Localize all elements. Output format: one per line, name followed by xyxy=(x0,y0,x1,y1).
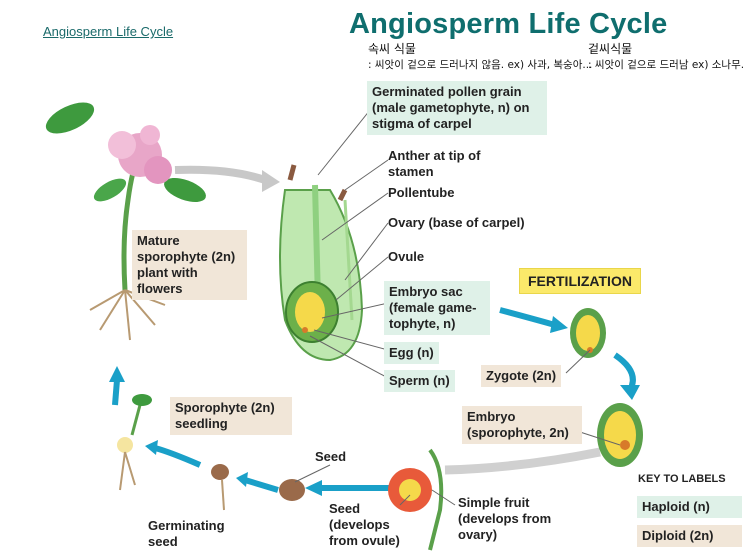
label-germinating-seed: Germinating seed xyxy=(148,518,225,549)
cycle-arrows xyxy=(112,307,636,493)
label-embryo-sac: Embryo sac (female game-tophyte, n) xyxy=(384,281,490,335)
key-diploid: Diploid (2n) xyxy=(637,525,742,547)
life-cycle-link[interactable]: Angiosperm Life Cycle xyxy=(43,24,174,39)
flower-to-carpel-arrow xyxy=(174,165,267,184)
note-left-text: : 씨앗이 겉으로 드러나지 않음. ex) 사과, 복숭아... xyxy=(368,59,593,71)
key-haploid: Haploid (n) xyxy=(637,496,742,518)
germinating-seed-shape xyxy=(211,464,229,480)
label-sperm: Sperm (n) xyxy=(384,370,455,392)
mature-plant xyxy=(45,102,206,341)
label-seedling: Sporophyte (2n) seedling xyxy=(170,397,292,435)
key-title: KEY TO LABELS xyxy=(638,473,726,485)
label-ovary: Ovary (base of carpel) xyxy=(388,215,525,230)
label-simple-fruit: Simple fruit (develops from ovary) xyxy=(458,495,552,542)
label-pollen-grain: Germinated pollen grain (male gametophyt… xyxy=(367,81,547,135)
label-anther: Anther at tip of stamen xyxy=(388,148,481,179)
label-zygote: Zygote (2n) xyxy=(481,365,562,387)
fertilization-badge: FERTILIZATION xyxy=(519,268,641,294)
seedling xyxy=(117,394,152,491)
note-right-text: : 씨앗이 겉으로 드러남 ex) 소나무... xyxy=(588,59,743,71)
label-mature-sporophyte: Mature sporophyte (2n) plant with flower… xyxy=(132,230,247,300)
note-right-heading: 겉씨식물 xyxy=(588,42,633,56)
label-ovule: Ovule xyxy=(388,249,425,264)
label-pollentube: Pollentube xyxy=(388,185,455,200)
label-seed: Seed xyxy=(315,449,347,464)
page-title: Angiosperm Life Cycle xyxy=(349,8,668,40)
embryo-to-fruit-arrow xyxy=(444,447,601,475)
label-egg: Egg (n) xyxy=(384,342,439,364)
carpel xyxy=(279,164,364,362)
label-embryo: Embryo (sporophyte, 2n) xyxy=(462,406,582,444)
label-seed-develops: Seed (develops from ovule) xyxy=(329,501,400,548)
note-left-heading: 속씨 식물 xyxy=(368,42,416,56)
seed-shape xyxy=(279,479,305,501)
